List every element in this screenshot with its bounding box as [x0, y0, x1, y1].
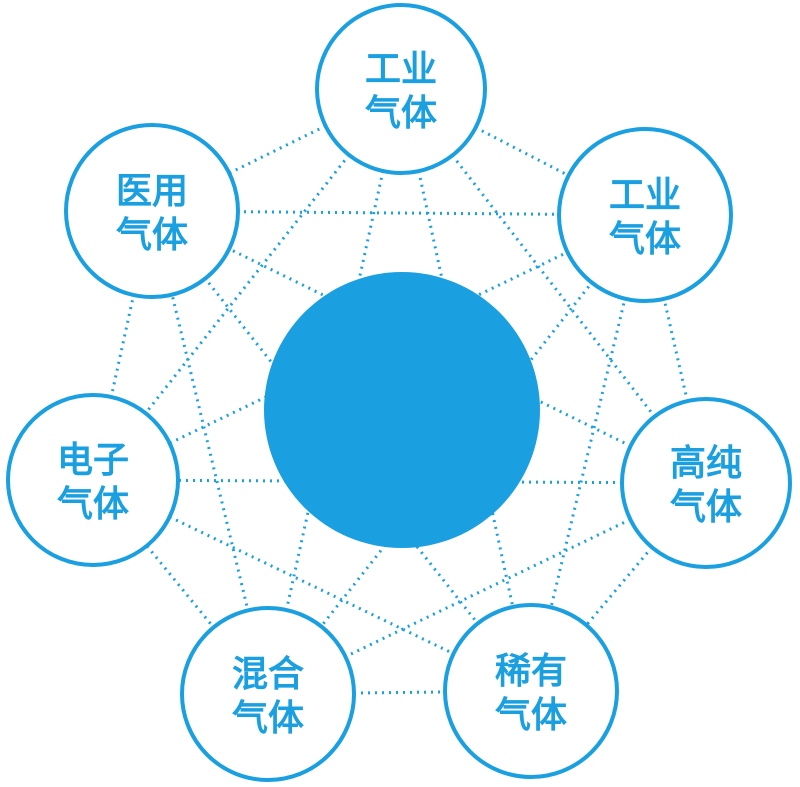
node-label-line1: 工业: [609, 175, 681, 216]
node-label-line1: 工业: [365, 49, 437, 90]
node-label-line2: 气体: [609, 219, 681, 260]
node-label-line2: 气体: [495, 695, 567, 736]
node-label-line2: 气体: [670, 487, 742, 528]
node-high-purity-gas: 高纯 气体: [620, 397, 792, 569]
node-medical-gas: 医用 气体: [64, 123, 240, 299]
node-label-line2: 气体: [116, 215, 188, 256]
node-label-line2: 气体: [232, 698, 304, 739]
node-circle: [557, 127, 733, 303]
node-label-line2: 气体: [57, 484, 129, 525]
node-mixed-gas: 混合 气体: [180, 606, 356, 782]
node-circle: [315, 3, 487, 175]
node-label-line2: 气体: [365, 93, 437, 134]
node-circle: [443, 603, 619, 779]
node-industrial-gas-top: 工业 气体: [315, 3, 487, 175]
node-label-line1: 高纯: [670, 443, 742, 484]
node-label-line1: 医用: [116, 171, 188, 212]
node-industrial-gas-upper-right: 工业 气体: [557, 127, 733, 303]
node-circle: [6, 393, 180, 567]
node-rare-gas: 稀有 气体: [443, 603, 619, 779]
node-label-line1: 电子: [57, 440, 129, 481]
node-circle: [64, 123, 240, 299]
node-circle: [620, 397, 792, 569]
node-label-line1: 稀有: [495, 651, 567, 692]
center-hub-circle: [264, 272, 540, 548]
node-electronic-gas: 电子 气体: [6, 393, 180, 567]
node-circle: [180, 606, 356, 782]
dotted-connector: [151, 209, 646, 217]
node-label-line1: 混合: [232, 654, 304, 695]
